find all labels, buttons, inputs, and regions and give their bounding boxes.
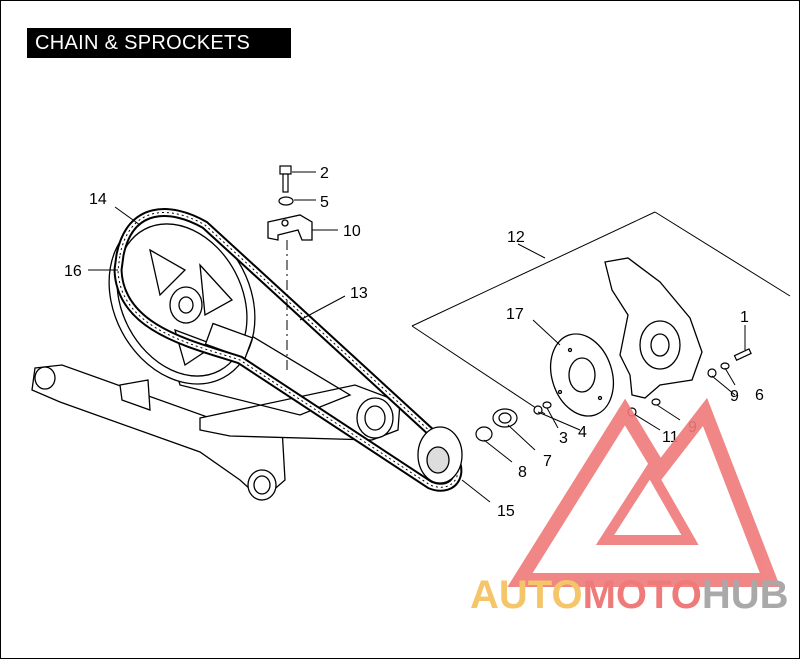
- washer-5: [278, 196, 294, 206]
- watermark-auto: AUTO: [470, 573, 583, 617]
- swingarm: [31, 319, 401, 501]
- callout-9-right: 9: [730, 388, 739, 405]
- chain-guard: [604, 257, 703, 399]
- watermark-logo: [507, 397, 781, 587]
- callout-1: 1: [740, 309, 749, 326]
- callout-15: 15: [497, 503, 515, 520]
- callout-5: 5: [320, 194, 329, 211]
- callout-8: 8: [518, 464, 527, 481]
- callout-14: 14: [89, 191, 107, 208]
- watermark-moto: MOTO: [583, 573, 702, 617]
- callout-16: 16: [64, 263, 82, 280]
- sprocket-cover: [550, 333, 614, 417]
- callout-4: 4: [578, 424, 587, 441]
- callout-12: 12: [507, 229, 525, 246]
- bolt-2: [279, 165, 292, 193]
- hardware-small-parts: [475, 348, 752, 442]
- watermark-text: AUTOMOTOHUB: [470, 573, 789, 617]
- callout-10: 10: [343, 223, 361, 240]
- callout-7: 7: [543, 453, 552, 470]
- rear-sprocket: [108, 215, 256, 385]
- callout-13: 13: [350, 285, 368, 302]
- callout-3: 3: [559, 430, 568, 447]
- diagram-title: CHAIN & SPROCKETS: [27, 28, 291, 58]
- svg-text:AUTOMOTOHUB: AUTOMOTOHUB: [470, 573, 789, 617]
- watermark-hub: HUB: [702, 573, 789, 617]
- chain-guide-bracket: [267, 214, 313, 241]
- front-sprocket: [417, 426, 463, 484]
- callout-6: 6: [755, 387, 764, 404]
- drive-chain: [113, 208, 463, 492]
- leader-lines: [88, 171, 746, 503]
- callout-17: 17: [506, 306, 524, 323]
- callout-2: 2: [320, 165, 329, 182]
- inset-group-outline: [411, 211, 791, 415]
